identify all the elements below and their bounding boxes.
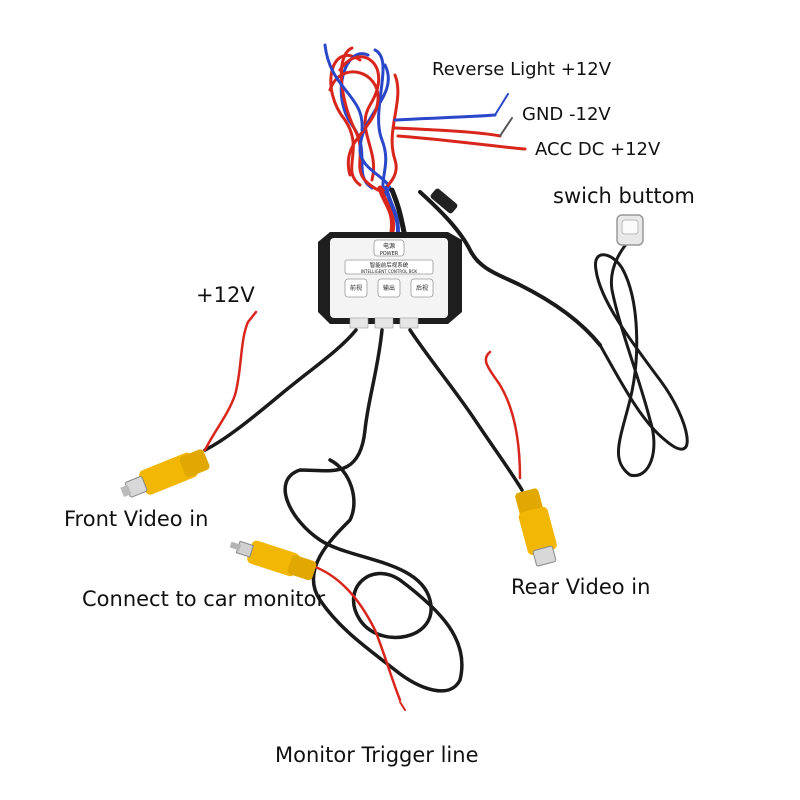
label-front-video: Front Video in: [64, 507, 209, 531]
box-title-en: INTELLIGENT CONTROL BOX: [361, 269, 417, 274]
label-car-monitor: Connect to car monitor: [82, 587, 326, 611]
label-switch-button: swich buttom: [553, 184, 695, 208]
box-port-front: 前视: [350, 284, 362, 292]
switch-button: [616, 214, 644, 246]
monitor-output-cable: [283, 328, 464, 711]
rear-video-cable: [408, 328, 524, 492]
label-gnd: GND -12V: [522, 104, 611, 125]
label-acc: ACC DC +12V: [535, 139, 661, 160]
monitor-rca-connector: [229, 540, 317, 581]
box-title-cn: 智能前后视系统: [370, 261, 409, 269]
control-box: 电源 POWER 智能前后视系统 INTELLIGENT CONTROL BOX…: [318, 232, 462, 329]
front-video-cable: [203, 310, 358, 452]
rear-rca-connector: [515, 488, 557, 567]
label-trigger-line: Monitor Trigger line: [275, 743, 479, 767]
switch-cable: [418, 188, 689, 477]
label-plus-12v: +12V: [196, 283, 255, 307]
power-wire-leads: [393, 93, 527, 151]
box-power-en: POWER: [380, 251, 399, 257]
power-harness-coil: [323, 43, 407, 235]
box-port-rear: 后视: [416, 284, 428, 292]
box-power-cn: 电源: [383, 242, 395, 250]
box-port-output: 输出: [383, 284, 395, 292]
front-rca-connector: [120, 449, 210, 498]
label-reverse-light: Reverse Light +12V: [432, 59, 612, 80]
label-rear-video: Rear Video in: [511, 575, 651, 599]
